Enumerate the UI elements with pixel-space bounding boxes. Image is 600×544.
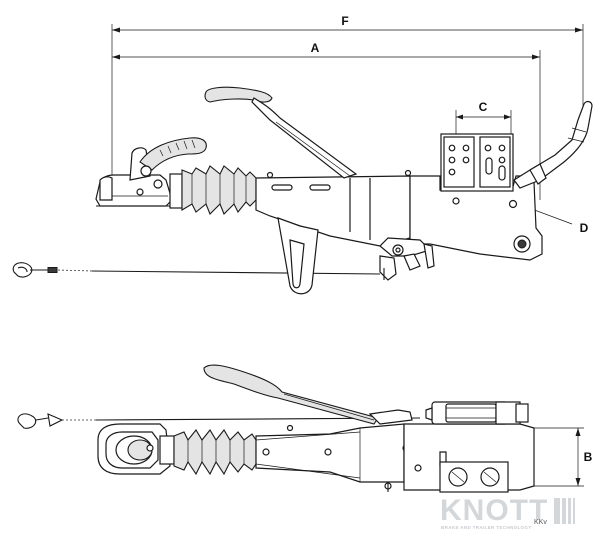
dimension-label-a: A [311,41,320,55]
brand-tagline: BRAKE AND TRAILER TECHNOLOGY [441,525,532,530]
dimension-c: C [455,100,512,135]
coupling-head [95,137,207,207]
jockey-bracket [277,217,319,295]
coupling-side-view [12,86,593,295]
handbrake-lever-plan [203,364,413,425]
rear-housing-side [379,133,543,281]
dimension-f: F [111,14,584,200]
coupling-head-plan [97,423,175,475]
handbrake-lever-side [204,86,358,179]
bellows-side [169,165,257,215]
drawing-code: KKv [534,519,547,526]
bellows-plan [173,429,257,476]
breakaway-cable-side [12,262,381,278]
coupling-plan-view [17,364,535,493]
dimension-label-d: D [580,221,589,235]
brand-name: KNOTT [440,494,548,527]
logo-stripes [554,498,575,524]
rear-lever-side [513,100,593,189]
dimension-b: B [534,427,593,487]
drawbar-body [255,169,412,247]
rear-housing-plan [403,401,535,493]
brand-logo: KNOTT BRAKE AND TRAILER TECHNOLOGY KKv [440,494,575,530]
dimension-label-c: C [479,100,488,114]
dimension-label-b: B [584,450,593,464]
dimension-label-f: F [341,14,348,28]
drawbar-plan [255,423,422,492]
